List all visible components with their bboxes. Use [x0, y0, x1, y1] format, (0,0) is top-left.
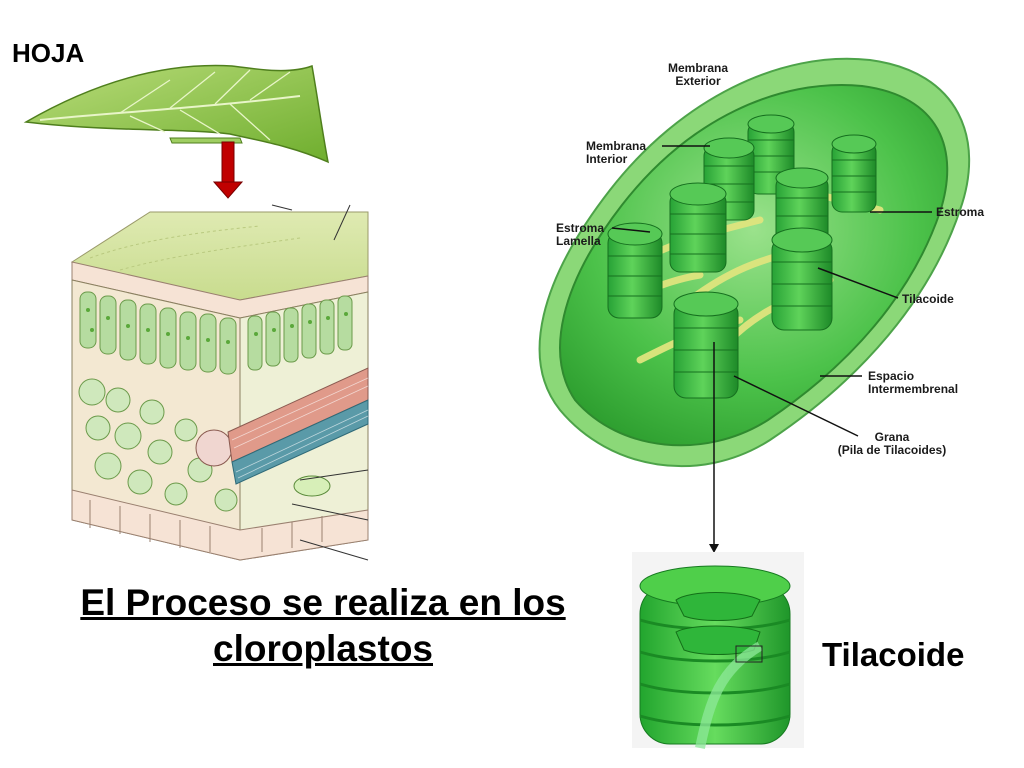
- vascular-bundle: [195, 367, 369, 485]
- thylakoid-detail: [632, 552, 804, 750]
- label-outer-membrane-l1: Membrana: [668, 61, 729, 75]
- label-intermembrane-space: Espacio Intermembrenal: [868, 370, 958, 396]
- label-outer-membrane-l2: Exterior: [675, 74, 721, 88]
- leaf-title: HOJA: [12, 38, 85, 68]
- process-caption: El Proceso se realiza en los cloroplasto…: [18, 580, 628, 672]
- label-grana-l1: Grana: [874, 430, 910, 444]
- process-caption-line-2: cloroplastos: [213, 628, 433, 669]
- down-arrow: [212, 141, 244, 199]
- label-inner-membrane-l2: Interior: [586, 152, 628, 166]
- label-grana: Grana (Pila de Tilacoides): [822, 431, 962, 457]
- leaf-tissue-section: [70, 204, 369, 561]
- label-thylakoid: Tilacoide: [902, 292, 954, 306]
- chloroplast-illustration: [538, 57, 971, 553]
- process-caption-line-1: El Proceso se realiza en los: [80, 582, 566, 623]
- thylakoid-title: Tilacoide: [822, 636, 965, 673]
- label-grana-l2: (Pila de Tilacoides): [837, 443, 947, 457]
- label-stroma: Estroma: [936, 205, 985, 219]
- label-stroma-lamella: Estroma Lamella: [556, 222, 604, 248]
- leaf-illustration: [23, 64, 330, 164]
- label-stroma-lamella-l2: Lamella: [556, 234, 601, 248]
- label-intermembrane-l1: Espacio: [868, 369, 915, 383]
- label-stroma-lamella-l1: Estroma: [556, 221, 605, 235]
- label-intermembrane-l2: Intermembrenal: [868, 382, 959, 396]
- label-inner-membrane-l1: Membrana: [586, 139, 647, 153]
- label-inner-membrane: Membrana Interior: [586, 140, 646, 166]
- grana-stacks: [607, 114, 877, 399]
- label-outer-membrane: Membrana Exterior: [668, 62, 728, 88]
